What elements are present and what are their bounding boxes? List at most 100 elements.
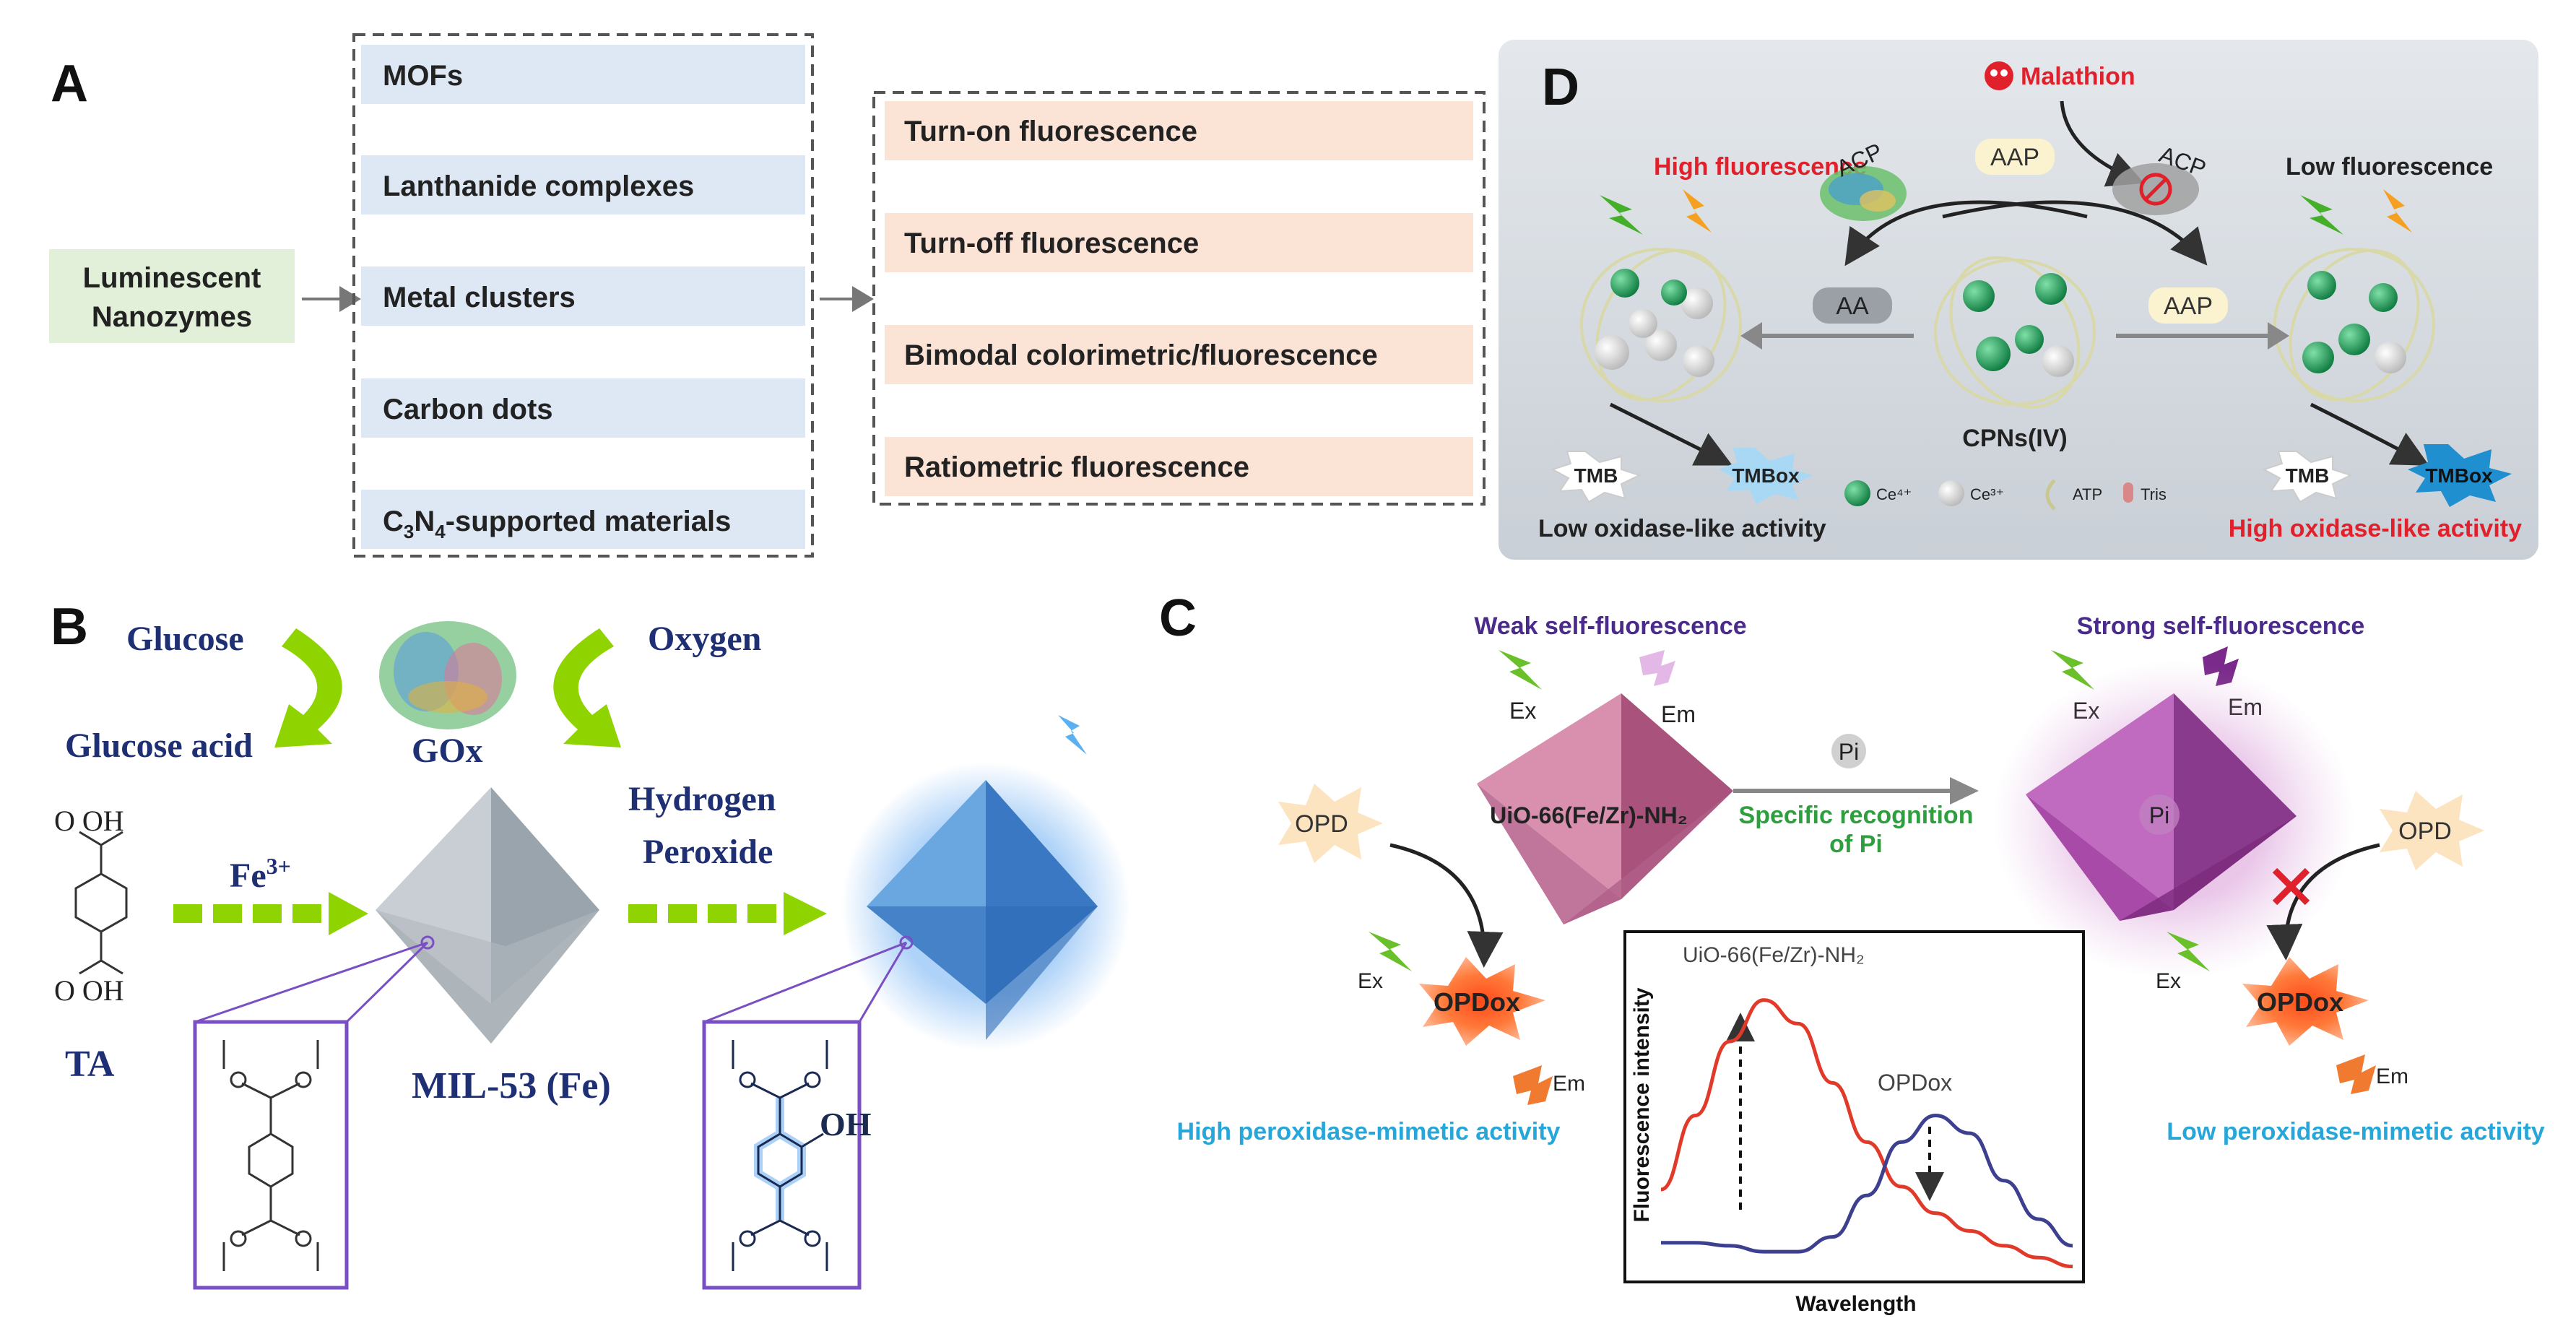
opdox-label-left: OPDox [1434, 987, 1520, 1017]
pi-badge-arrow [1831, 734, 1866, 768]
chart-frame [1623, 930, 2085, 1283]
nanoparticle-center [1934, 256, 2096, 409]
lightning-icons-right [2300, 189, 2412, 235]
arrow-a1 [302, 286, 361, 312]
opdox-label-right: OPDox [2257, 987, 2343, 1017]
fluorescence-chart: Fluorescence intensity Wavelength UiO-66… [1623, 930, 2085, 1316]
tmb-curve-right [2310, 402, 2429, 466]
opd-curve-left [1389, 843, 1504, 968]
zoom-line-left-b [345, 941, 429, 1023]
fe-label: Fe3+ [230, 853, 291, 895]
hydrogen-label: Hydrogen [628, 780, 776, 818]
ex-em-icons-left: Ex Em [1499, 650, 1696, 727]
arc-arrow-left [1844, 200, 2088, 266]
panel-b-letter: B [51, 598, 88, 656]
peroxide-label: Peroxide [643, 833, 773, 871]
opd-burst-left [1278, 784, 1383, 863]
panel-d-background [1499, 40, 2538, 560]
ta-molecule [74, 831, 128, 975]
tmbox-burst-left [1719, 448, 1813, 504]
octahedron-blue-glow [841, 762, 1130, 1051]
tmb-label-right: TMB [2286, 464, 2330, 487]
ex-label-opdox-right: Ex [2156, 969, 2181, 993]
gox-enzyme [379, 621, 516, 729]
pi-label-arrow: Pi [1839, 739, 1859, 765]
chart-ylabel: Fluorescence intensity [1630, 987, 1654, 1222]
ex-label-left: Ex [1509, 698, 1536, 724]
series-line-opdox [1661, 1113, 2073, 1254]
opd-label-left: OPD [1295, 810, 1348, 838]
em-label-left: Em [1661, 701, 1696, 727]
octahedron-gray [376, 787, 599, 1044]
material-lanthanide: Lanthanide complexes [383, 170, 694, 202]
material-carbon-dots: Carbon dots [383, 394, 553, 425]
source-box [49, 249, 295, 343]
source-line2: Nanozymes [92, 301, 252, 333]
panel-a: A Luminescent Nanozymes MOFs Lanthanide … [49, 33, 1486, 558]
series-label-uio: UiO-66(Fe/Zr)-NH₂ [1683, 943, 1865, 967]
glucose-label: Glucose [126, 620, 244, 658]
opd-label-right: OPD [2398, 818, 2452, 845]
chart-xlabel: Wavelength [1795, 1292, 1916, 1316]
ce3-label: Ce³⁺ [1970, 485, 2004, 503]
opdox-burst-left [1419, 957, 1545, 1046]
cpns-label: CPNs(IV) [1962, 425, 2067, 452]
aap-label-top: AAP [1990, 144, 2039, 171]
linker-molecule-left [222, 1040, 319, 1271]
materials-frame [352, 33, 814, 558]
acp-enzyme-left: ACP [1820, 138, 1907, 221]
tmb-burst-left [1551, 451, 1642, 503]
tmbox-label-right: TMBox [2425, 464, 2493, 487]
legend-d: Ce⁴⁺ Ce³⁺ ATP Tris [1844, 479, 2167, 511]
mof-label: UiO-66(Fe/Zr)-NH₂ [1490, 802, 1688, 828]
arrow-a2 [820, 286, 874, 312]
low-peroxidase-label: Low peroxidase-mimetic activity [2167, 1118, 2544, 1145]
ta-oh-top: O OH [54, 805, 124, 837]
blocked-x-icon [2272, 867, 2310, 906]
opdox-burst-right [2242, 957, 2369, 1046]
curved-arrow-right [553, 628, 621, 748]
arrow-to-aa [1740, 322, 1914, 350]
high-oxidase-label: High oxidase-like activity [2229, 515, 2522, 542]
mode-ratiometric: Ratiometric fluorescence [904, 451, 1249, 483]
panel-b: B Glucose Oxygen Glucose acid GOx Hydrog… [51, 598, 1130, 1290]
zoom-line-left-a [194, 941, 428, 1023]
ce4-icon [1844, 480, 1870, 506]
modes-list: Turn-on fluorescence Turn-off fluorescen… [885, 101, 1473, 496]
opd-burst-right [2380, 791, 2484, 870]
material-metal-clusters: Metal clusters [383, 282, 576, 313]
aap-label-mid: AAP [2164, 292, 2213, 320]
chart-series-group [1660, 998, 2073, 1269]
oxygen-label: Oxygen [648, 620, 761, 658]
em-label-opdox-left: Em [1553, 1072, 1585, 1096]
zoom-line-right-b [858, 942, 908, 1023]
recognition-label-2: of Pi [1829, 831, 1883, 858]
dashed-arrow-fe [173, 892, 368, 935]
oh-product-label: OH [820, 1106, 872, 1143]
nanoparticle-left [1580, 248, 1742, 402]
recognition-arrow [1733, 777, 1979, 805]
mil-label: MIL-53 (Fe) [412, 1065, 611, 1106]
pi-badge-mof [2139, 794, 2180, 835]
strong-fluorescence-label: Strong self-fluorescence [2077, 612, 2365, 640]
tmbox-burst-right [2408, 444, 2512, 507]
tmb-label-left: TMB [1574, 464, 1618, 487]
material-mofs: MOFs [383, 60, 463, 92]
skull-icon [1985, 61, 2013, 90]
atp-label: ATP [2073, 485, 2102, 503]
recognition-label-1: Specific recognition [1739, 802, 1974, 829]
panel-c: C Weak self-fluorescence Strong self-flu… [1159, 589, 2545, 1316]
panel-c-letter: C [1159, 589, 1197, 647]
octahedron-pink [1477, 693, 1733, 924]
material-c3n4: C3N4-supported materials [383, 506, 731, 542]
panel-d-letter: D [1542, 58, 1579, 116]
opd-curve-right [2266, 843, 2380, 961]
malathion-label: Malathion [2021, 63, 2135, 90]
series-line-uio [1660, 998, 2073, 1269]
ce4-label: Ce⁴⁺ [1876, 485, 1912, 503]
tmb-curve-left [1609, 402, 1732, 466]
gox-label: GOx [412, 732, 483, 770]
atp-icon [2045, 479, 2056, 511]
tmb-burst-right [2262, 451, 2353, 503]
